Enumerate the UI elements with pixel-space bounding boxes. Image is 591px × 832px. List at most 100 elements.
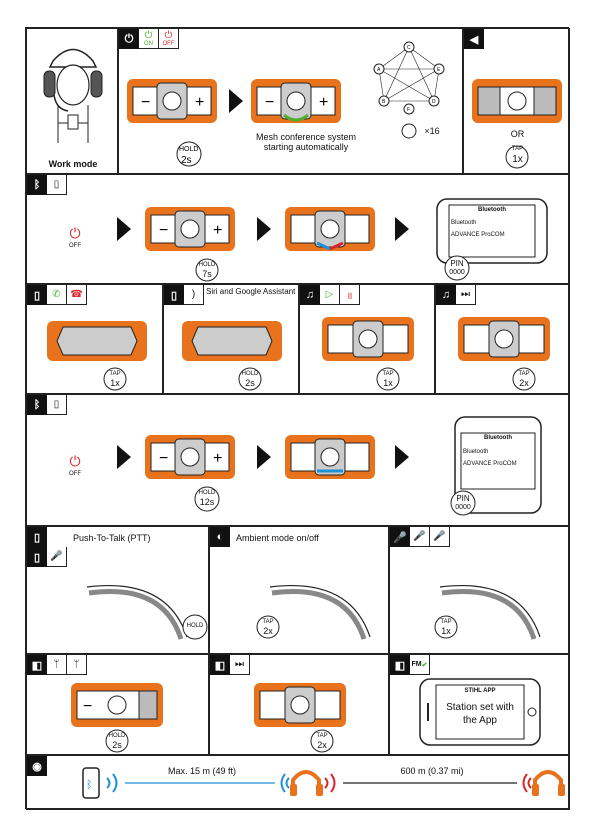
fm-check-icon: FM✔	[410, 655, 430, 675]
fm-radio-toggle-panel: ◧ ᛘ ᛘ − HOLD 2s	[26, 654, 209, 755]
tap-count: 1x	[383, 378, 393, 388]
svg-text:+: +	[319, 94, 328, 111]
bt-device-item[interactable]: ADVANCE ProCOM	[463, 461, 517, 467]
ambient-label: Ambient mode on/off	[236, 533, 319, 543]
radio-icon: ◧	[390, 655, 410, 675]
pin-label: PIN	[450, 259, 464, 268]
mesh-node-label: A	[377, 67, 381, 73]
instruction-sheet: Work mode ⏻ ⏻ON ⏻OFF −+ HOLD 2s −+ Mesh …	[25, 27, 570, 810]
radio-pairing-steps: −+	[117, 416, 542, 516]
power-off-icon: ⏻OFF	[159, 29, 179, 49]
music-icon: ♫	[436, 285, 456, 305]
voice-icon: )	[184, 285, 204, 305]
music-skip-illustration	[458, 317, 550, 391]
radio-pairing-panel: ᛒ ▯ ⏻ OFF −+ Bluetooth Bluetooth ADVANCE	[26, 394, 570, 526]
antenna-off-icon: ᛘ	[67, 655, 87, 675]
hold-label: HOLD	[198, 262, 216, 268]
work-mode-panel: Work mode	[26, 28, 118, 174]
ptt-label: Push-To-Talk (PTT)	[73, 533, 151, 543]
phone-icon: ▯	[164, 285, 184, 305]
tap-count: 1x	[441, 626, 451, 636]
music-play-panel: ♫ ▷ ॥ TAP 1x	[299, 284, 435, 394]
user-count: ×16	[424, 126, 440, 136]
voice-assistant-label: Siri and Google Assistant	[206, 287, 296, 296]
fm-skip-illustration	[254, 683, 346, 753]
ambient-panel: ◐ Ambient mode on/off TAP 2x	[209, 526, 389, 654]
tap-count: 1x	[512, 154, 523, 165]
music-skip-panel: ♫ ⏭ TAP 2x	[435, 284, 570, 394]
mic-illustration	[434, 585, 541, 640]
off-label: OFF	[69, 243, 81, 249]
tap-count: 2x	[263, 626, 273, 636]
hold-time: 7s	[202, 269, 212, 279]
power-on-panel: ⏻ ⏻ON ⏻OFF −+ HOLD 2s −+ Mesh conference…	[118, 28, 463, 174]
mesh-node-label: C	[407, 45, 411, 51]
two-way-radio-icon: ▯	[27, 527, 47, 547]
ptt-panel: ▯ ▯ 🎤 Push-To-Talk (PTT) HOLD	[26, 526, 209, 654]
off-label: OFF	[69, 471, 81, 477]
power-on-steps: −+ HOLD 2s −+	[127, 79, 341, 167]
tap-label: TAP	[109, 371, 121, 377]
call-accept-icon: ✆	[47, 285, 67, 305]
tap-count: 2x	[317, 740, 327, 750]
svg-text:ᛒ: ᛒ	[86, 779, 93, 791]
worker-headset-illustration	[43, 48, 103, 143]
off-state: ⏻	[69, 225, 81, 241]
fm-app-panel: ◧ FM✔ STIHL APP Station set with the App	[389, 654, 570, 755]
hold-time: 2s	[245, 378, 255, 388]
mic-icon: 🎤	[390, 527, 410, 547]
hold-time: 12s	[199, 497, 215, 507]
station-caption: Station set with the App	[446, 702, 514, 726]
off-state: ⏻	[69, 453, 81, 469]
call-button-illustration	[47, 321, 147, 391]
music-icon: ♫	[300, 285, 320, 305]
music-play-illustration	[322, 317, 414, 391]
mesh-node-label: E	[437, 67, 441, 73]
svg-text:−: −	[83, 698, 92, 715]
fm-station-skip-panel: ◧ ⏭ TAP 2x	[209, 654, 389, 755]
tap-label: TAP	[440, 619, 452, 625]
pause-icon: ॥	[340, 285, 360, 305]
work-mode-label: Work mode	[48, 159, 98, 169]
pin-code: 0000	[455, 504, 471, 511]
hold-label: HOLD	[198, 490, 216, 496]
tap-label: TAP	[511, 146, 524, 152]
phone-pairing-panel: ᛒ ▯ ⏻ OFF −+ Bluetooth Bluetooth ADVANCE	[26, 174, 570, 284]
radio-icon: ◧	[210, 655, 230, 675]
fm-toggle-illustration: −	[71, 683, 163, 753]
skip-forward-icon: ⏭	[230, 655, 250, 675]
svg-text:−: −	[159, 450, 168, 467]
hold-label: HOLD	[186, 623, 204, 629]
range-bluetooth: Max. 15 m (49 ft)	[167, 766, 237, 776]
mic-panel: 🎤 🎤 🎤 TAP 1x	[389, 526, 570, 654]
volume-steps	[472, 79, 562, 169]
range-diagram: ᛒ	[82, 767, 565, 799]
bt-device-item[interactable]: ADVANCE ProCOM	[451, 232, 505, 238]
svg-text:2s: 2s	[181, 155, 192, 166]
or-label: OR	[510, 129, 525, 139]
hold-time: 2s	[112, 740, 122, 750]
power-on-icon: ⏻ON	[139, 29, 159, 49]
svg-text:+: +	[195, 94, 204, 111]
signal-icon: ◉	[27, 756, 47, 776]
tap-label: TAP	[262, 619, 274, 625]
radio-icon: ◧	[27, 655, 47, 675]
hold-label: HOLD	[241, 371, 259, 377]
phone-app-illustration	[419, 678, 541, 746]
range-mesh: 600 m (0.37 mi)	[400, 766, 464, 776]
mesh-node-label: D	[432, 99, 436, 105]
mic-on-icon: 🎤	[410, 527, 430, 547]
pin-label: PIN	[456, 494, 470, 503]
bt-toggle-label: Bluetooth	[451, 220, 477, 226]
voice-button-illustration	[182, 321, 282, 391]
volume-panel: ◀ OR TAP 1x	[463, 28, 570, 174]
tap-label: TAP	[316, 733, 328, 739]
radio-muted-icon: ▯	[27, 547, 47, 567]
bt-menu-title: Bluetooth	[478, 207, 506, 213]
bt-toggle-label: Bluetooth	[463, 449, 489, 455]
speaker-icon: ◀	[464, 29, 484, 49]
stihl-app-title: STIHL APP	[464, 688, 496, 694]
bluetooth-icon: ᛒ	[27, 395, 47, 415]
power-icon: ⏻	[119, 29, 139, 49]
